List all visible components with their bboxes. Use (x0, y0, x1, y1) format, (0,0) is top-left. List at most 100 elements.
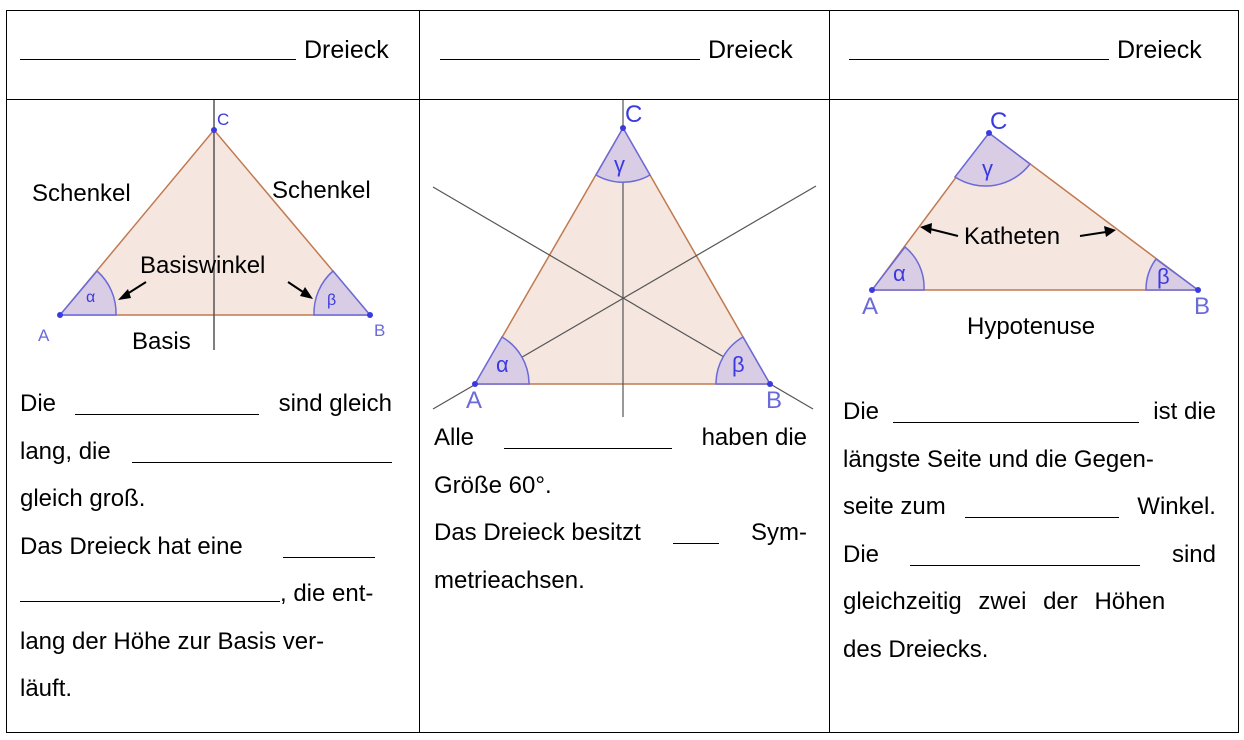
column-divider (829, 11, 830, 732)
vertex-label-c: C (990, 108, 1008, 135)
angle-label-alpha: α (496, 352, 509, 377)
header-cell-1: Dreieck (20, 36, 389, 65)
text-fragment: , die ent- (280, 580, 374, 607)
header-label: Dreieck (304, 36, 389, 64)
angle-alpha-arc (473, 335, 530, 385)
text-fragment: Das Dreieck hat eine (20, 532, 243, 560)
vertex-b (367, 312, 373, 318)
answer-blank[interactable] (964, 495, 1119, 518)
angle-label-alpha: α (893, 261, 906, 286)
column-1-text: Die sind gleich lang, die gleich groß. D… (20, 380, 392, 713)
angle-label-beta: β (1157, 264, 1170, 289)
arrowhead-left-icon (118, 289, 131, 300)
answer-blank[interactable] (20, 579, 280, 602)
column-divider (419, 11, 420, 732)
text-line: Größe 60°. (434, 471, 552, 499)
text-fragment: sind (1171, 540, 1216, 568)
angle-beta-arc (313, 269, 372, 316)
text-fragment: Die (20, 390, 57, 417)
text-fragment: Winkel. (1137, 493, 1216, 520)
vertex-a (57, 312, 63, 318)
arrowhead-right-icon (1104, 226, 1116, 237)
header-cell-3: Dreieck (849, 36, 1202, 65)
vertex-label-b: B (374, 321, 386, 340)
label-schenkel-right: Schenkel (272, 177, 371, 204)
angle-gamma-arc (594, 126, 652, 183)
angle-beta-arc (715, 335, 772, 385)
right-triangle-figure (869, 130, 1201, 293)
label-basiswinkel: Basiswinkel (140, 252, 266, 279)
text-fragment: haben die (701, 424, 807, 451)
text-line: Das Dreieck hat eine (20, 523, 392, 571)
label-schenkel-left: Schenkel (32, 180, 131, 207)
vertex-label-c: C (217, 110, 230, 129)
arrowhead-left-icon (920, 223, 932, 234)
header-label: Dreieck (1117, 36, 1202, 64)
label-katheten: Katheten (964, 223, 1061, 250)
label-hypotenuse: Hypotenuse (967, 313, 1096, 340)
text-line: lang der Höhe zur Basis ver- (20, 627, 325, 655)
vertex-b (1195, 287, 1201, 293)
text-line: des Dreiecks. (843, 635, 989, 663)
text-line: metrieachsen. (434, 566, 585, 594)
text-line: lang, die (20, 428, 392, 476)
vertex-label-a: A (862, 293, 879, 320)
answer-blank[interactable] (132, 440, 392, 463)
text-line: längste Seite und die Gegen- (843, 445, 1154, 473)
text-line: Die sind (843, 531, 1216, 579)
header-divider (7, 99, 1238, 100)
angle-label-beta: β (732, 352, 745, 377)
vertex-b (767, 381, 773, 387)
worksheet-table (6, 10, 1239, 733)
answer-blank[interactable] (503, 426, 672, 449)
angle-gamma-arc (953, 131, 1032, 187)
text-line: Die ist die (843, 388, 1216, 436)
arrow-left (929, 228, 959, 237)
text-fragment: sind gleich (278, 390, 392, 417)
answer-blank[interactable] (893, 400, 1140, 423)
vertex-c (620, 125, 626, 131)
angle-alpha-arc (870, 245, 925, 291)
column-2-text: Alle haben die Größe 60°. Das Dreieck be… (434, 414, 807, 604)
answer-blank[interactable] (672, 521, 719, 544)
text-fragment: Die (843, 540, 880, 568)
text-fragment: Das Dreieck besitzt (434, 519, 641, 546)
text-fragment: Die (843, 398, 880, 425)
angle-beta-arc (1145, 257, 1201, 291)
vertex-c (211, 127, 217, 133)
angle-label-alpha: α (86, 289, 96, 306)
vertex-a (869, 287, 875, 293)
text-fragment: Sym- (750, 519, 807, 546)
text-fragment: seite zum (843, 493, 946, 520)
text-line: läuft. (20, 675, 73, 702)
answer-blank[interactable] (910, 543, 1141, 566)
column-3-text: Die ist die längste Seite und die Gegen-… (843, 388, 1216, 673)
vertex-label-b: B (766, 387, 783, 414)
isosceles-triangle-figure (57, 100, 373, 350)
label-basis: Basis (132, 328, 191, 355)
answer-blank[interactable] (20, 36, 296, 60)
vertex-c (986, 130, 992, 136)
angle-label-gamma: γ (982, 156, 993, 181)
vertex-label-c: C (625, 101, 643, 128)
text-line: Die sind gleich (20, 380, 392, 428)
text-line: seite zum Winkel. (843, 483, 1216, 531)
header-label: Dreieck (708, 36, 793, 64)
vertex-label-a: A (466, 387, 483, 414)
arrowhead-right-icon (300, 287, 313, 299)
triangle-shape (58, 128, 372, 316)
answer-blank[interactable] (283, 535, 375, 558)
vertex-label-a: A (38, 326, 50, 345)
text-fragment: Alle (434, 424, 475, 451)
answer-blank[interactable] (75, 392, 260, 415)
angle-label-gamma: γ (614, 152, 625, 177)
text-fragment: lang, die (20, 437, 111, 465)
equilateral-triangle-figure (432, 100, 817, 417)
text-line: Das Dreieck besitzt Sym- (434, 509, 807, 557)
vertex-label-b: B (1194, 293, 1211, 320)
angle-label-beta: β (327, 292, 337, 309)
text-line: gleichzeitig zwei der Höhen (843, 588, 1166, 615)
answer-blank[interactable] (849, 36, 1109, 60)
answer-blank[interactable] (440, 36, 700, 60)
triangle-shape (870, 131, 1201, 291)
